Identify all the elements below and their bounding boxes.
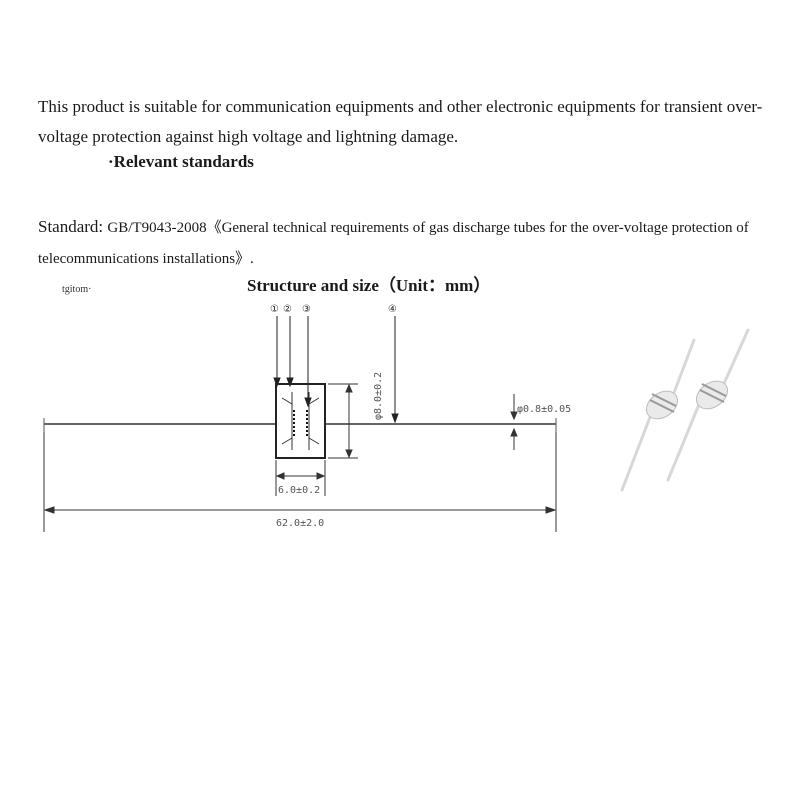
callout-arrows	[273, 316, 399, 424]
body-length-dimension	[275, 460, 326, 496]
product-photo-illustration	[620, 328, 750, 492]
callout-2: ②	[283, 304, 292, 315]
callout-3: ③	[302, 304, 311, 315]
brand-logo-text: tgitom·	[62, 284, 92, 295]
body-diameter-dimension	[328, 383, 358, 459]
tube-inner-mark	[281, 397, 320, 445]
total-length-label: 62.0±2.0	[276, 518, 324, 529]
lead-diameter-label: φ0.8±0.05	[517, 404, 571, 415]
lead-diameter-dimension	[510, 394, 518, 450]
callout-4: ④	[388, 304, 397, 315]
standard-label: Standard:	[38, 217, 108, 236]
callout-1: ①	[270, 304, 279, 315]
intro-paragraph: This product is suitable for communicati…	[38, 97, 763, 146]
standard-paragraph: Standard: GB/T9043-2008《General technica…	[38, 212, 788, 274]
tube-body	[275, 383, 326, 459]
diagram-title: Structure and size（Unit：mm）	[247, 276, 491, 295]
total-length-dimension	[43, 432, 557, 532]
standard-text: GB/T9043-2008《General technical requirem…	[38, 220, 749, 267]
body-length-label: 6.0±0.2	[278, 485, 320, 496]
relevant-standards-heading: ·Relevant standards	[108, 152, 254, 171]
body-diameter-label: φ8.0±0.2	[373, 372, 384, 420]
